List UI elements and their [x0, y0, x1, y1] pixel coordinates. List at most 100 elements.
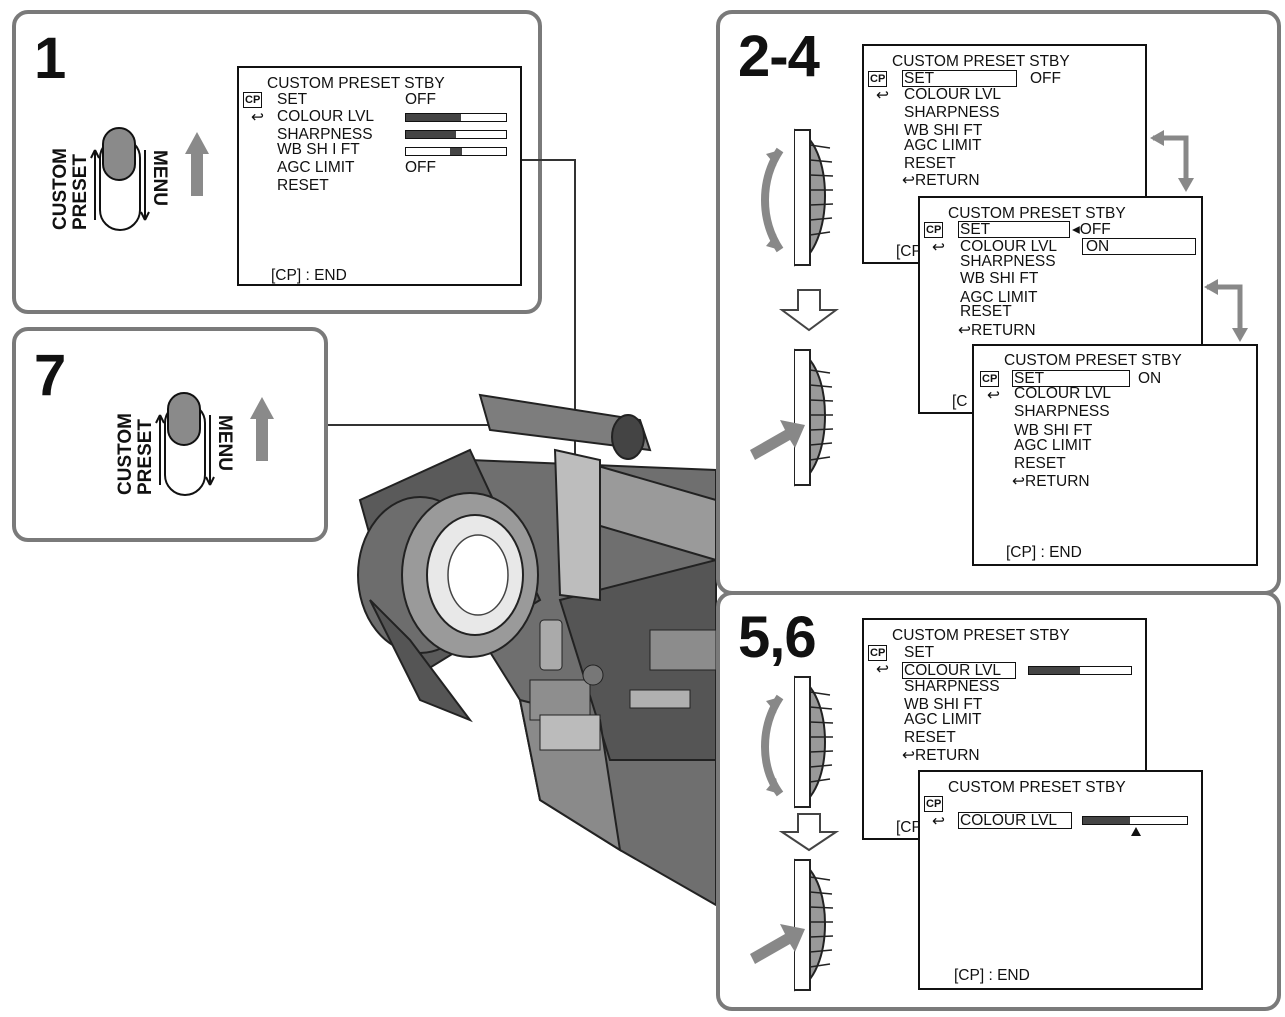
set-value: OFF: [1030, 70, 1061, 87]
screen-title: CUSTOM PRESET STBY: [267, 75, 445, 92]
wb-shift-level-bar: [405, 147, 507, 156]
menu-item-colour-lvl: COLOUR LVL: [277, 108, 375, 125]
cp-icon: CP: [924, 222, 944, 238]
down-arrow-icon: [778, 813, 840, 852]
switch-icon: [155, 392, 274, 496]
menu-item-wb-shift: WB SH I FT: [277, 141, 360, 158]
menu-item-wb-shift: WB SHI FT: [904, 696, 983, 713]
cp-icon: CP: [980, 371, 1000, 387]
return-label: RETURN: [971, 322, 1036, 339]
return-icon: ↩: [932, 239, 945, 256]
agc-value: OFF: [405, 159, 436, 176]
control-dial-illustration: [750, 128, 840, 487]
menu-item-colour-lvl: COLOUR LVL: [960, 238, 1058, 255]
screen-1: CUSTOM PRESET STBY CP ↩ SET OFF COLOUR L…: [237, 66, 522, 286]
menu-item-sharpness: SHARPNESS: [277, 126, 373, 143]
menu-item-set: SET: [1014, 370, 1045, 387]
menu-item-agc-limit: AGC LIMIT: [277, 159, 355, 176]
step-number: 1: [34, 26, 66, 91]
option-off-label: OFF: [1079, 221, 1111, 238]
colour-level-fill: [1029, 667, 1080, 674]
menu-item-set: SET: [904, 70, 935, 87]
cp-icon: CP: [243, 92, 263, 108]
rotate-arrow-icon: [761, 694, 784, 797]
menu-item-set: SET: [960, 221, 991, 238]
screen-footer: [C: [952, 393, 968, 410]
set-highlight: [1012, 370, 1130, 387]
screen-footer: [CP] : END: [1006, 544, 1082, 561]
menu-item-colour-lvl: COLOUR LVL: [904, 86, 1002, 103]
menu-item-agc-limit: AGC LIMIT: [904, 137, 982, 154]
set-highlight: [958, 221, 1070, 238]
cp-icon: CP: [868, 645, 888, 661]
screen-title: CUSTOM PRESET STBY: [1004, 352, 1182, 369]
menu-item-return: ↩RETURN: [902, 747, 980, 764]
wb-shift-marker: [450, 148, 462, 155]
return-icon: ↩: [251, 109, 264, 126]
press-arrow-icon: [750, 924, 805, 964]
sharpness-level-fill: [406, 131, 456, 138]
return-icon: ↩: [987, 387, 1000, 404]
step-number: 7: [34, 343, 66, 408]
colour-level-fill: [1083, 817, 1130, 824]
menu-item-reset: RESET: [904, 729, 956, 746]
menu-item-return: ↩RETURN: [958, 322, 1036, 339]
menu-item-colour-lvl: COLOUR LVL: [960, 812, 1058, 829]
return-label: RETURN: [915, 172, 980, 189]
colour-lvl-highlight: [902, 662, 1016, 679]
screen-footer: [CP: [896, 819, 922, 836]
menu-item-sharpness: SHARPNESS: [904, 104, 1000, 121]
menu-item-sharpness: SHARPNESS: [904, 678, 1000, 695]
menu-item-agc-limit: AGC LIMIT: [904, 711, 982, 728]
step-number: 2-4: [738, 24, 820, 89]
menu-item-sharpness: SHARPNESS: [960, 253, 1056, 270]
screen-footer: [CP] : END: [954, 967, 1030, 984]
menu-item-return: ↩RETURN: [1012, 473, 1090, 490]
menu-item-reset: RESET: [1014, 455, 1066, 472]
menu-item-agc-limit: AGC LIMIT: [1014, 437, 1092, 454]
menu-item-set: SET: [904, 644, 935, 661]
colour-level-fill: [406, 114, 461, 121]
set-value: OFF: [405, 91, 436, 108]
screen-footer: [CP: [896, 243, 922, 260]
option-on[interactable]: ON: [1086, 238, 1110, 255]
custom-preset-switch: CUSTOM PRESET MENU: [110, 385, 280, 505]
screen-title: CUSTOM PRESET STBY: [892, 627, 1070, 644]
screen-title: CUSTOM PRESET STBY: [892, 53, 1070, 70]
colour-level-bar: [1082, 816, 1188, 825]
control-dial-illustration: [750, 675, 840, 992]
set-highlight: [902, 70, 1017, 87]
step-number: 5,6: [738, 605, 817, 670]
menu-item-reset: RESET: [277, 177, 329, 194]
cp-icon: CP: [868, 71, 888, 87]
switch-icon: [90, 127, 209, 231]
cp-icon: CP: [924, 796, 944, 812]
custom-preset-switch: CUSTOM PRESET MENU: [45, 120, 215, 240]
return-label: RETURN: [1025, 473, 1090, 490]
menu-item-return: ↩RETURN: [902, 172, 980, 189]
colour-lvl-highlight: [958, 812, 1072, 829]
return-icon: ↩: [876, 87, 889, 104]
level-pointer-icon: [1130, 827, 1141, 836]
option-on-highlight[interactable]: [1082, 238, 1196, 255]
screen-footer: [CP] : END: [271, 267, 347, 284]
return-icon: ↩: [932, 813, 945, 830]
screen-6: CUSTOM PRESET STBY CP ↩ COLOUR LVL [CP] …: [918, 770, 1203, 990]
down-arrow-icon: [778, 289, 840, 332]
menu-item-colour-lvl: COLOUR LVL: [1014, 385, 1112, 402]
menu-item-reset: RESET: [960, 303, 1012, 320]
set-value: ON: [1138, 370, 1162, 387]
screen-title: CUSTOM PRESET STBY: [948, 205, 1126, 222]
return-icon: ↩: [876, 661, 889, 678]
menu-item-wb-shift: WB SHI FT: [1014, 422, 1093, 439]
menu-item-set: SET: [277, 91, 308, 108]
menu-item-agc-limit: AGC LIMIT: [960, 289, 1038, 306]
menu-item-wb-shift: WB SHI FT: [904, 122, 983, 139]
screen-4: CUSTOM PRESET STBY CP ↩ SET ON COLOUR LV…: [972, 344, 1258, 566]
menu-item-sharpness: SHARPNESS: [1014, 403, 1110, 420]
sharpness-level-bar: [405, 130, 507, 139]
option-off: ◂OFF: [1072, 221, 1111, 238]
press-arrow-icon: [750, 420, 805, 460]
colour-level-bar: [405, 113, 507, 122]
